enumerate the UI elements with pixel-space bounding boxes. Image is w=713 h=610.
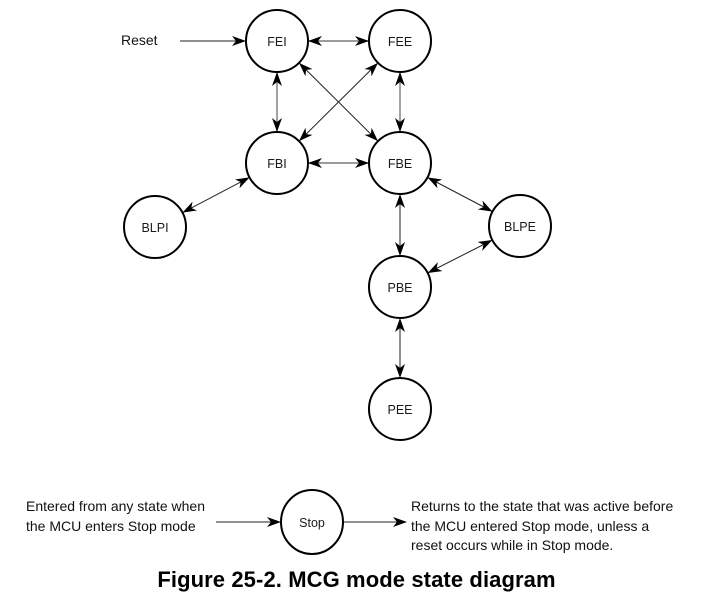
nodes-layer: FEI FEE FBI FBE BLPI BLPE PBE PEE Stop [123, 9, 552, 555]
reset-label: Reset [121, 32, 158, 48]
edge-blpe-pbe [427, 240, 493, 273]
state-circle [368, 9, 432, 73]
figure-caption: Figure 25-2. MCG mode state diagram [157, 567, 556, 592]
edge-fbi-blpi [182, 177, 250, 213]
state-node-fei: FEI [245, 9, 309, 73]
state-label: PEE [387, 403, 412, 417]
state-label: BLPE [504, 220, 536, 234]
state-label: FEI [267, 35, 286, 49]
state-node-blpe: BLPE [488, 194, 552, 258]
state-node-blpi: BLPI [123, 195, 187, 259]
state-node-fee: FEE [368, 9, 432, 73]
edges-layer [180, 36, 493, 527]
state-label: PBE [387, 281, 412, 295]
state-circle [245, 9, 309, 73]
state-label: Stop [299, 516, 325, 530]
state-circle [368, 131, 432, 195]
edge-fbe-blpe [427, 177, 493, 212]
state-label: FBI [267, 157, 286, 171]
state-circle [280, 489, 344, 555]
stop-exit-note: Returns to the state that was active bef… [411, 498, 674, 553]
stop-entry-note: Entered from any state when the MCU ente… [26, 498, 205, 534]
state-label: BLPI [141, 221, 168, 235]
state-node-stop: Stop [280, 489, 344, 555]
state-circle [488, 194, 552, 258]
state-circle [368, 377, 432, 441]
state-node-pee: PEE [368, 377, 432, 441]
state-circle [368, 255, 432, 319]
state-node-pbe: PBE [368, 255, 432, 319]
state-label: FEE [388, 35, 412, 49]
state-circle [123, 195, 187, 259]
state-circle [245, 131, 309, 195]
edge-fee-fbi [299, 62, 378, 142]
state-node-fbi: FBI [245, 131, 309, 195]
state-node-fbe: FBE [368, 131, 432, 195]
state-label: FBE [388, 157, 412, 171]
